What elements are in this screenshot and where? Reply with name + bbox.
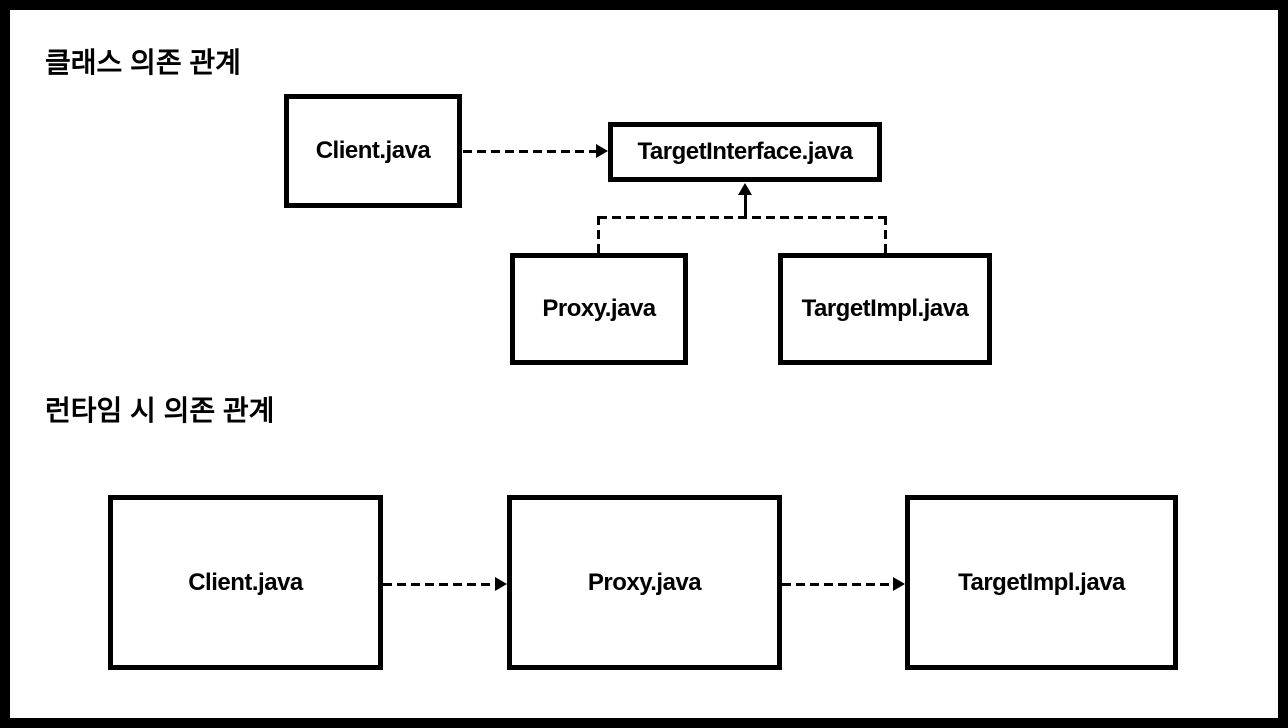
section-title-class-dependencies: 클래스 의존 관계 [45,47,241,78]
node-label: Proxy.java [587,568,702,596]
section-title-runtime-dependencies: 런타임 시 의존 관계 [45,395,275,426]
node-label: TargetInterface.java [637,138,854,165]
node-target-impl-java-runtime: TargetImpl.java [905,495,1178,670]
arrow-proxy-to-targetimpl-head [893,577,905,591]
node-client-java-class: Client.java [284,94,462,208]
implements-connector-line [598,216,887,219]
arrow-proxy-to-targetimpl-line [782,583,893,586]
node-label: Client.java [188,568,303,596]
target-impl-implements-stub [884,216,887,253]
node-target-impl-java-class: TargetImpl.java [778,253,992,365]
node-proxy-java-runtime: Proxy.java [507,495,782,670]
node-label: Client.java [315,137,431,164]
node-client-java-runtime: Client.java [108,495,383,670]
node-proxy-java-class: Proxy.java [510,253,688,365]
proxy-implements-stub [597,216,600,253]
node-label: Proxy.java [542,295,656,322]
node-label: TargetImpl.java [958,568,1125,596]
arrow-up-to-interface-line [744,194,747,219]
arrow-client-to-interface-line [463,150,596,153]
node-label: TargetImpl.java [801,295,969,322]
arrow-client-to-interface-head [596,144,608,158]
arrow-client-to-proxy-head [495,577,507,591]
arrow-up-to-interface-head [738,183,752,195]
node-target-interface-java: TargetInterface.java [608,122,882,182]
arrow-client-to-proxy-line [383,583,495,586]
